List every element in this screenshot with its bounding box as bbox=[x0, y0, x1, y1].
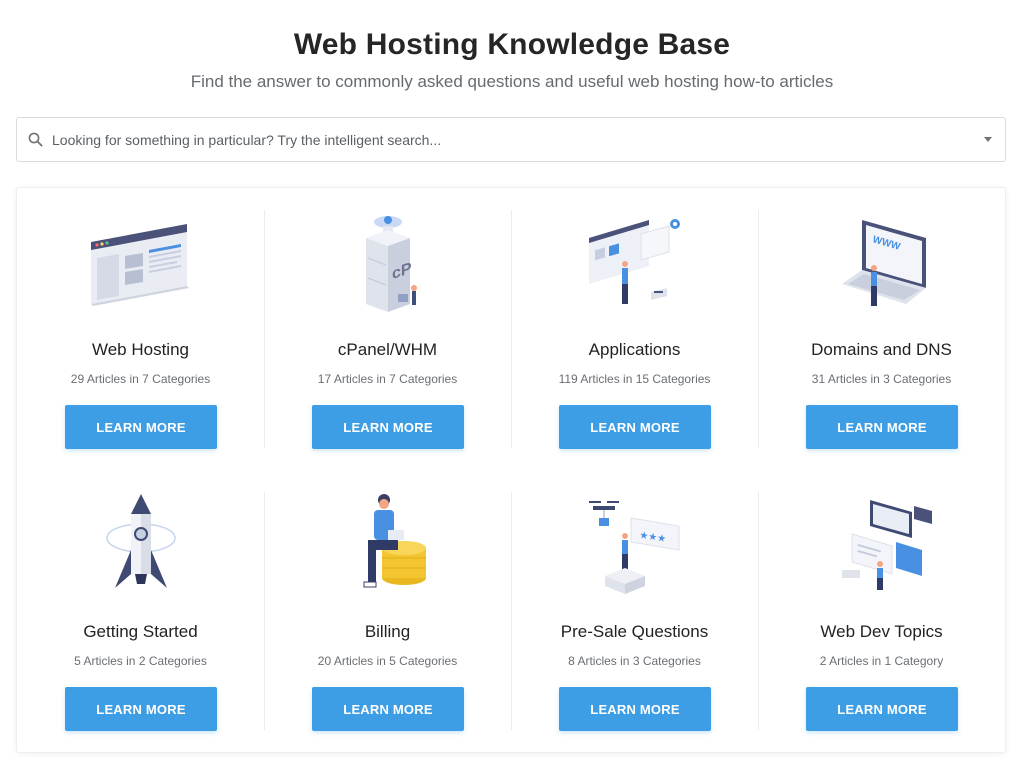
svg-text:★★★: ★★★ bbox=[639, 530, 667, 545]
category-article-count: 17 Articles in 7 Categories bbox=[317, 372, 458, 386]
category-article-count: 8 Articles in 3 Categories bbox=[568, 654, 701, 668]
column-divider bbox=[264, 492, 265, 730]
category-article-count: 2 Articles in 1 Category bbox=[819, 654, 944, 668]
rocket-illustration bbox=[106, 494, 176, 588]
category-card-cpanel-whm: cP cPanel/WHM 17 Articles in 7 Categorie… bbox=[264, 188, 511, 470]
category-title: Pre-Sale Questions bbox=[560, 622, 709, 641]
category-title: Getting Started bbox=[83, 622, 198, 641]
category-title: Web Hosting bbox=[91, 340, 189, 359]
category-card-applications: Applications 119 Articles in 15 Categori… bbox=[511, 188, 758, 470]
category-card-domains-dns: WWW Domains and DNS 31 Articles in 3 Cat… bbox=[758, 188, 1005, 470]
column-divider bbox=[511, 210, 512, 448]
category-article-count: 5 Articles in 2 Categories bbox=[74, 654, 207, 668]
category-card-pre-sale-questions: ★★★ Pre-Sale Questions 8 Articles in 3 C… bbox=[511, 470, 758, 752]
column-divider bbox=[511, 492, 512, 730]
svg-text:cP: cP bbox=[392, 259, 412, 283]
category-article-count: 31 Articles in 3 Categories bbox=[811, 372, 952, 386]
page-subtitle: Find the answer to commonly asked questi… bbox=[190, 72, 834, 91]
column-divider bbox=[264, 210, 265, 448]
learn-more-button[interactable]: LEARN MORE bbox=[806, 687, 958, 731]
category-title: Web Dev Topics bbox=[820, 622, 943, 641]
category-title: cPanel/WHM bbox=[337, 340, 438, 359]
column-divider bbox=[758, 492, 759, 730]
search-bar[interactable] bbox=[16, 117, 1006, 162]
categories-panel: Web Hosting 29 Articles in 7 Categories … bbox=[16, 187, 1006, 753]
category-article-count: 119 Articles in 15 Categories bbox=[558, 372, 711, 386]
category-article-count: 20 Articles in 5 Categories bbox=[317, 654, 458, 668]
category-title: Billing bbox=[364, 622, 411, 641]
learn-more-button[interactable]: LEARN MORE bbox=[312, 405, 464, 449]
learn-more-button[interactable]: LEARN MORE bbox=[312, 687, 464, 731]
category-card-billing: Billing 20 Articles in 5 Categories LEAR… bbox=[264, 470, 511, 752]
category-title: Applications bbox=[588, 340, 681, 359]
page-title: Web Hosting Knowledge Base bbox=[293, 28, 731, 61]
learn-more-button[interactable]: LEARN MORE bbox=[806, 405, 958, 449]
learn-more-button[interactable]: LEARN MORE bbox=[559, 687, 711, 731]
drone-reviews-illustration: ★★★ bbox=[589, 501, 680, 594]
chevron-down-icon[interactable] bbox=[984, 137, 992, 142]
search-icon bbox=[27, 132, 43, 148]
learn-more-button[interactable]: LEARN MORE bbox=[559, 405, 711, 449]
learn-more-button[interactable]: LEARN MORE bbox=[65, 405, 217, 449]
column-divider bbox=[758, 210, 759, 448]
search-input[interactable] bbox=[43, 118, 984, 161]
category-card-web-hosting: Web Hosting 29 Articles in 7 Categories … bbox=[17, 188, 264, 470]
category-title: Domains and DNS bbox=[811, 340, 952, 359]
category-card-getting-started: Getting Started 5 Articles in 2 Categori… bbox=[17, 470, 264, 752]
browser-window-illustration bbox=[91, 224, 189, 306]
server-cpanel-illustration: cP bbox=[366, 216, 417, 312]
laptop-www-illustration: WWW bbox=[842, 220, 926, 306]
learn-more-button[interactable]: LEARN MORE bbox=[65, 687, 217, 731]
category-article-count: 29 Articles in 7 Categories bbox=[70, 372, 211, 386]
developer-screens-illustration bbox=[842, 500, 932, 590]
app-panels-illustration bbox=[589, 219, 680, 304]
person-coins-illustration bbox=[363, 494, 426, 588]
category-card-web-dev-topics: Web Dev Topics 2 Articles in 1 Category … bbox=[758, 470, 1005, 752]
